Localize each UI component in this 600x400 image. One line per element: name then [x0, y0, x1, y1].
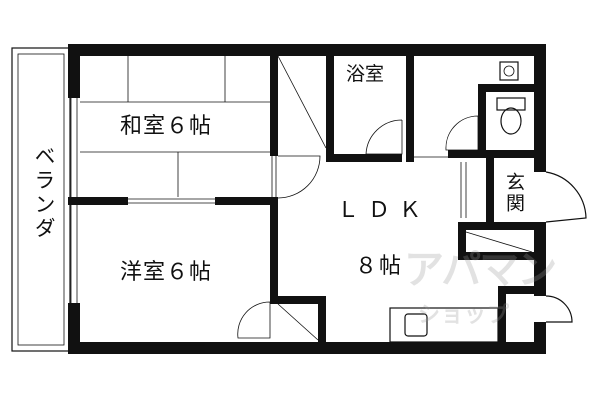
room-label-yoshitsu: 洋室６帖 — [120, 260, 213, 285]
sliding-doors — [120, 156, 467, 352]
watermark-logo-sub: ショップ — [418, 303, 511, 328]
room-label-washitsu: 和室６帖 — [120, 114, 213, 139]
room-label-entrance: 玄関 — [503, 172, 525, 214]
kitchen-sink — [389, 307, 499, 343]
closets — [277, 55, 533, 341]
room-label-ldk-size: ８帖 — [355, 254, 404, 279]
watermark-logo: アパマン — [404, 247, 557, 293]
room-label-ldk: ＬＤＫ — [337, 198, 431, 223]
door-swings — [237, 115, 587, 339]
room-label-veranda: ベランダ — [32, 145, 56, 241]
tatami-lines — [80, 56, 270, 197]
washer-outlet — [499, 61, 519, 81]
toilet-fixture — [496, 97, 526, 135]
interior-walls — [68, 44, 546, 342]
room-label-bath: 浴室 — [346, 63, 385, 85]
